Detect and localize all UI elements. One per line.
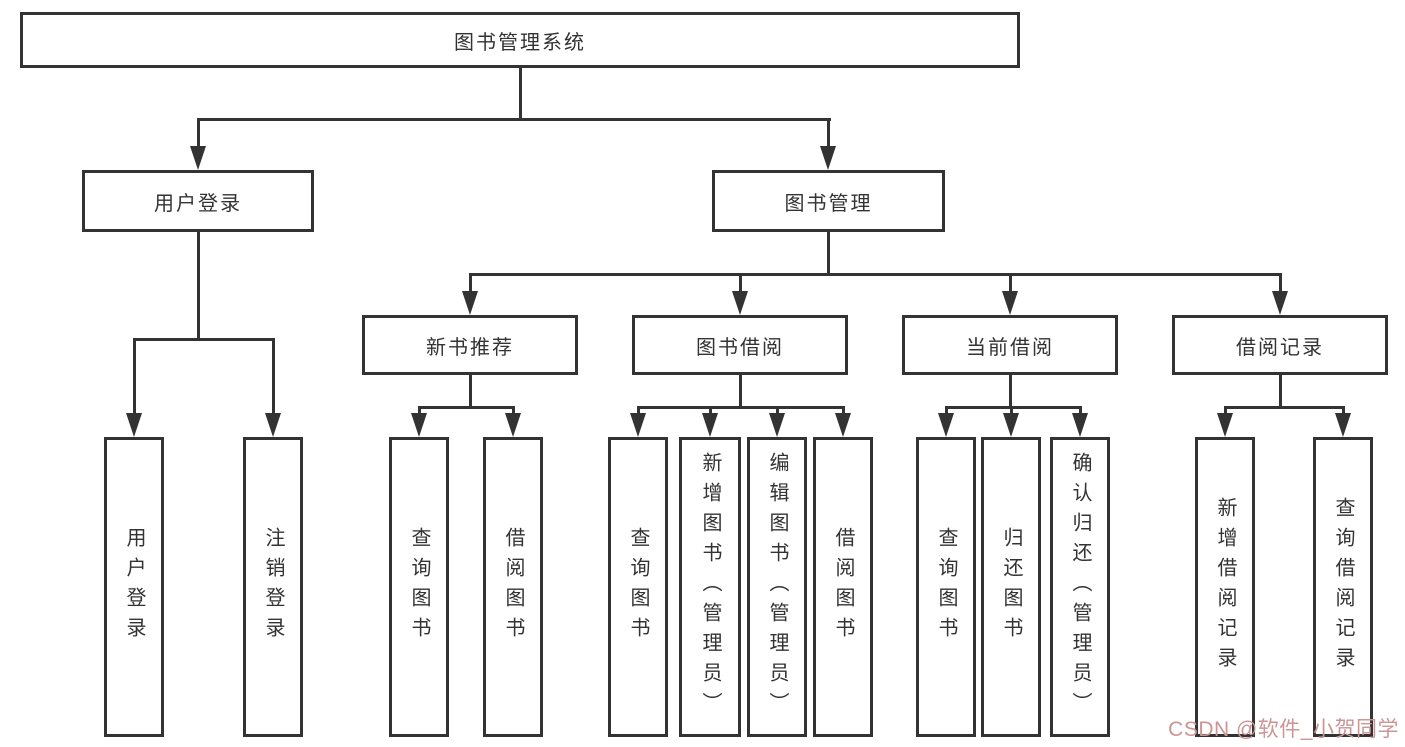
node-leaf-confirm-return-admin: 确认归还（管理员）	[1050, 437, 1110, 737]
node-leaf-edit-book-admin: 编辑图书（管理员）	[747, 437, 807, 737]
node-label: 查询借阅记录	[1332, 497, 1354, 677]
connector-line	[1009, 273, 1012, 295]
connector-line	[637, 406, 640, 418]
node-leaf-logout: 注销登录	[243, 437, 303, 737]
connector-line	[842, 406, 845, 418]
node-leaf-add-book-admin: 新增图书（管理员）	[679, 437, 741, 737]
arrowhead-down	[732, 291, 748, 315]
node-borrowing-records: 借阅记录	[1172, 315, 1388, 375]
node-label: 查询图书	[627, 527, 649, 647]
node-new-book-recommend: 新书推荐	[362, 315, 578, 375]
connector-line	[418, 406, 421, 418]
node-label: 用户登录	[123, 527, 145, 647]
node-label: 图书管理系统	[454, 31, 586, 54]
connector-line	[197, 118, 200, 150]
connector-split	[133, 338, 275, 341]
connector-line	[469, 273, 472, 295]
node-label: 借阅图书	[502, 527, 524, 647]
arrowhead-down	[702, 413, 718, 437]
node-label: 确认归还（管理员）	[1069, 452, 1091, 722]
node-label: 借阅记录	[1236, 336, 1324, 359]
connector-level1-split	[197, 118, 831, 121]
connector-root-stub	[519, 68, 522, 118]
arrowhead-down	[462, 291, 478, 315]
arrowhead-down	[820, 146, 836, 170]
node-leaf-borrow-books: 借阅图书	[813, 437, 873, 737]
connector-line	[739, 375, 742, 406]
connector-split	[418, 406, 515, 409]
connector-split	[637, 406, 845, 409]
arrowhead-down	[1072, 413, 1088, 437]
arrowhead-down	[630, 413, 646, 437]
node-label: 查询图书	[935, 527, 957, 647]
connector-line	[133, 338, 136, 418]
connector-line	[709, 406, 712, 418]
connector-line	[1224, 406, 1227, 418]
connector-line	[945, 406, 948, 418]
csdn-watermark: CSDN @软件_小贺同学	[1168, 718, 1399, 741]
arrowhead-down	[1217, 413, 1233, 437]
node-label: 图书借阅	[696, 336, 784, 359]
connector-line	[1342, 406, 1345, 418]
node-leaf-query-borrow-record: 查询借阅记录	[1313, 437, 1373, 737]
connector-line	[1079, 406, 1082, 418]
arrowhead-down	[1335, 413, 1351, 437]
arrowhead-down	[938, 413, 954, 437]
node-leaf-return-book: 归还图书	[981, 437, 1041, 737]
arrowhead-down	[1002, 291, 1018, 315]
node-book-management: 图书管理	[712, 170, 945, 232]
arrowhead-down	[190, 146, 206, 170]
node-label: 图书管理	[784, 192, 873, 215]
connector-split	[945, 406, 1082, 409]
arrowhead-down	[1272, 291, 1288, 315]
node-label: 用户登录	[154, 192, 242, 215]
connector-line	[1010, 406, 1013, 418]
connector-line	[776, 406, 779, 418]
node-leaf-add-borrow-record: 新增借阅记录	[1195, 437, 1255, 737]
connector-line	[827, 118, 830, 150]
arrowhead-down	[1003, 413, 1019, 437]
arrowhead-down	[835, 413, 851, 437]
node-label: 编辑图书（管理员）	[766, 452, 788, 722]
connector-line	[469, 375, 472, 406]
node-label: 借阅图书	[832, 527, 854, 647]
node-label: 查询图书	[408, 527, 430, 647]
node-leaf-user-login: 用户登录	[104, 437, 164, 737]
connector-line	[512, 406, 515, 418]
arrowhead-down	[411, 413, 427, 437]
node-label: 注销登录	[262, 527, 284, 647]
node-label: 当前借阅	[966, 336, 1054, 359]
connector-line	[272, 338, 275, 418]
arrowhead-down	[265, 413, 281, 437]
node-current-borrowing: 当前借阅	[902, 315, 1118, 375]
node-user-login: 用户登录	[82, 170, 314, 232]
connector-line	[739, 273, 742, 295]
connector-line	[1279, 273, 1282, 295]
node-library-system: 图书管理系统	[20, 12, 1020, 68]
node-label: 新书推荐	[426, 336, 514, 359]
arrowhead-down	[126, 413, 142, 437]
node-book-borrowing: 图书借阅	[632, 315, 848, 375]
arrowhead-down	[505, 413, 521, 437]
node-leaf-query-books: 查询图书	[608, 437, 668, 737]
node-label: 新增借阅记录	[1214, 497, 1236, 677]
connector-line	[827, 232, 830, 273]
connector-split	[1224, 406, 1345, 409]
node-label: 新增图书（管理员）	[699, 452, 721, 722]
node-leaf-query-books: 查询图书	[389, 437, 449, 737]
connector-level2-split	[469, 273, 1282, 276]
arrowhead-down	[769, 413, 785, 437]
connector-line	[197, 232, 200, 338]
node-leaf-query-books: 查询图书	[916, 437, 976, 737]
node-leaf-borrow-books: 借阅图书	[483, 437, 543, 737]
connector-line	[1009, 375, 1012, 406]
node-label: 归还图书	[1000, 527, 1022, 647]
connector-line	[1279, 375, 1282, 406]
